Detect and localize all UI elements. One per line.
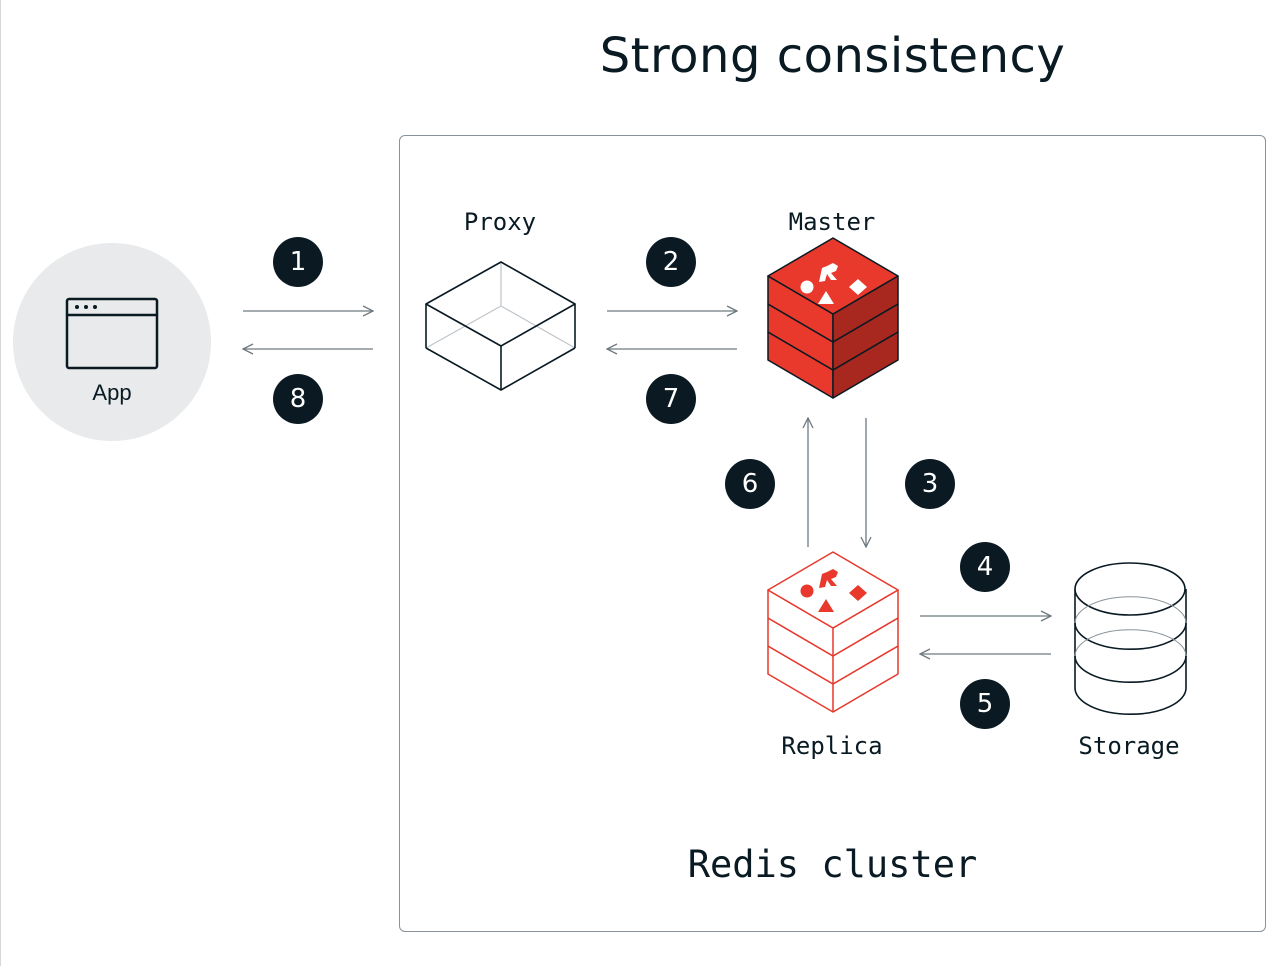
app-node bbox=[13, 243, 211, 441]
step-badge-2: 2 bbox=[646, 237, 696, 287]
step-badge-7: 7 bbox=[646, 374, 696, 424]
proxy-label: Proxy bbox=[463, 208, 537, 236]
step-badge-8: 8 bbox=[273, 374, 323, 424]
wireframe-box-icon bbox=[425, 261, 576, 391]
step-badge-1: 1 bbox=[273, 237, 323, 287]
browser-window-icon bbox=[65, 297, 159, 370]
master-label: Master bbox=[788, 208, 876, 236]
redis-stack-filled-icon bbox=[767, 237, 899, 399]
storage-label: Storage bbox=[1078, 732, 1180, 760]
step-badge-4: 4 bbox=[960, 542, 1010, 592]
redis-cluster-boundary bbox=[399, 135, 1266, 932]
database-cylinder-icon bbox=[1074, 562, 1187, 715]
app-label: App bbox=[92, 380, 132, 405]
step-badge-3: 3 bbox=[905, 459, 955, 509]
step-badge-6: 6 bbox=[725, 459, 775, 509]
redis-stack-outline-icon bbox=[767, 551, 899, 713]
replica-label: Replica bbox=[781, 732, 883, 760]
diagram-title: Strong consistency bbox=[599, 28, 1066, 84]
step-badge-5: 5 bbox=[960, 679, 1010, 729]
left-divider bbox=[0, 0, 1, 966]
cluster-label: Redis cluster bbox=[687, 843, 978, 886]
